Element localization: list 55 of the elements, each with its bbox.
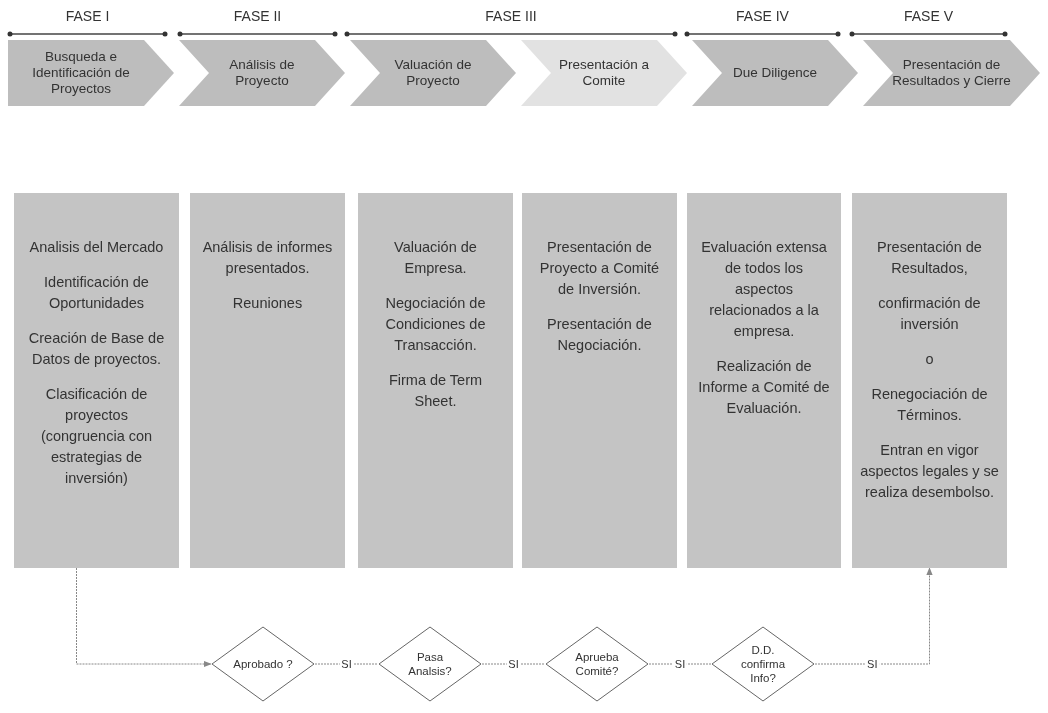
decision-text: Aprobado ? [233, 657, 293, 671]
task-text: Firma de Term Sheet. [387, 371, 484, 411]
task-text: Valuación de Empresa. [393, 238, 478, 278]
task-text: Negociación de Condiciones de Transacción. [384, 294, 487, 355]
decision-diamond [711, 626, 815, 702]
task-text: Creación de Base de Datos de proyectos. [27, 329, 166, 369]
edge-label: SI [506, 658, 521, 670]
decision-diamond [378, 626, 482, 702]
task-text: Renegociación de Términos. [870, 385, 989, 425]
task-text: Presentación de Resultados, [876, 238, 983, 278]
phase-label: FASE II [233, 8, 282, 24]
phase-banner [521, 40, 687, 106]
task-text: Realización de Informe a Comité de Evaluación. [697, 357, 831, 418]
task-text: Entran en vigor aspectos legales y se realiza desembolso. [860, 441, 999, 502]
decision-text: D.D. confirma Info? [739, 643, 787, 685]
decision-diamond [211, 626, 315, 702]
phase-label: FASE IV [736, 8, 789, 24]
phase-banner [692, 40, 858, 106]
decision-text: Pasa Analsis? [407, 650, 453, 678]
task-text: Clasificación de proyectos (congruencia con estrategias de inversión) [39, 385, 154, 488]
task-text: Análisis de informes presentados. [201, 238, 334, 278]
task-panel [190, 193, 345, 568]
task-text: Evaluación extensa de todos los aspectos relacionados a la empresa. [700, 238, 828, 341]
phase-label: FASE III [485, 8, 537, 24]
phase-title: Análisis de Proyecto [228, 57, 296, 89]
decision-text: Aprueba Comité? [574, 650, 620, 678]
phase-banner [179, 40, 345, 106]
edge-label: SI [339, 658, 354, 670]
task-text: o [925, 350, 934, 369]
edge-label: SI [865, 658, 880, 670]
task-panel [358, 193, 513, 568]
task-panel [14, 193, 179, 568]
phase-label: FASE V [904, 8, 953, 24]
task-text: Reuniones [232, 294, 303, 313]
edge-label: SI [672, 658, 688, 670]
task-panel [687, 193, 841, 568]
task-text: Identificación de Oportunidades [43, 273, 150, 313]
connector-arrow [76, 567, 212, 668]
decision-diamond [545, 626, 649, 702]
phase-title: Due Diligence [731, 65, 818, 81]
task-text: Presentación de Proyecto a Comité de Inversión. [538, 238, 661, 299]
connector-arrow [814, 567, 933, 665]
task-panel [522, 193, 677, 568]
phase-banner [863, 40, 1040, 106]
task-panel [852, 193, 1007, 568]
task-text: Presentación de Negociación. [546, 315, 653, 355]
phase-title: Busqueda e Identificación de Proyectos [31, 49, 131, 97]
phase-title: Presentación de Resultados y Cierre [891, 57, 1012, 89]
phase-title: Presentación a Comite [557, 57, 651, 89]
phase-banner [350, 40, 516, 106]
phase-label: FASE I [65, 8, 110, 24]
phase-banner [8, 40, 174, 106]
task-text: Analisis del Mercado [29, 238, 164, 257]
phase-title: Valuación de Proyecto [393, 57, 473, 89]
task-text: confirmación de inversión [877, 294, 982, 334]
